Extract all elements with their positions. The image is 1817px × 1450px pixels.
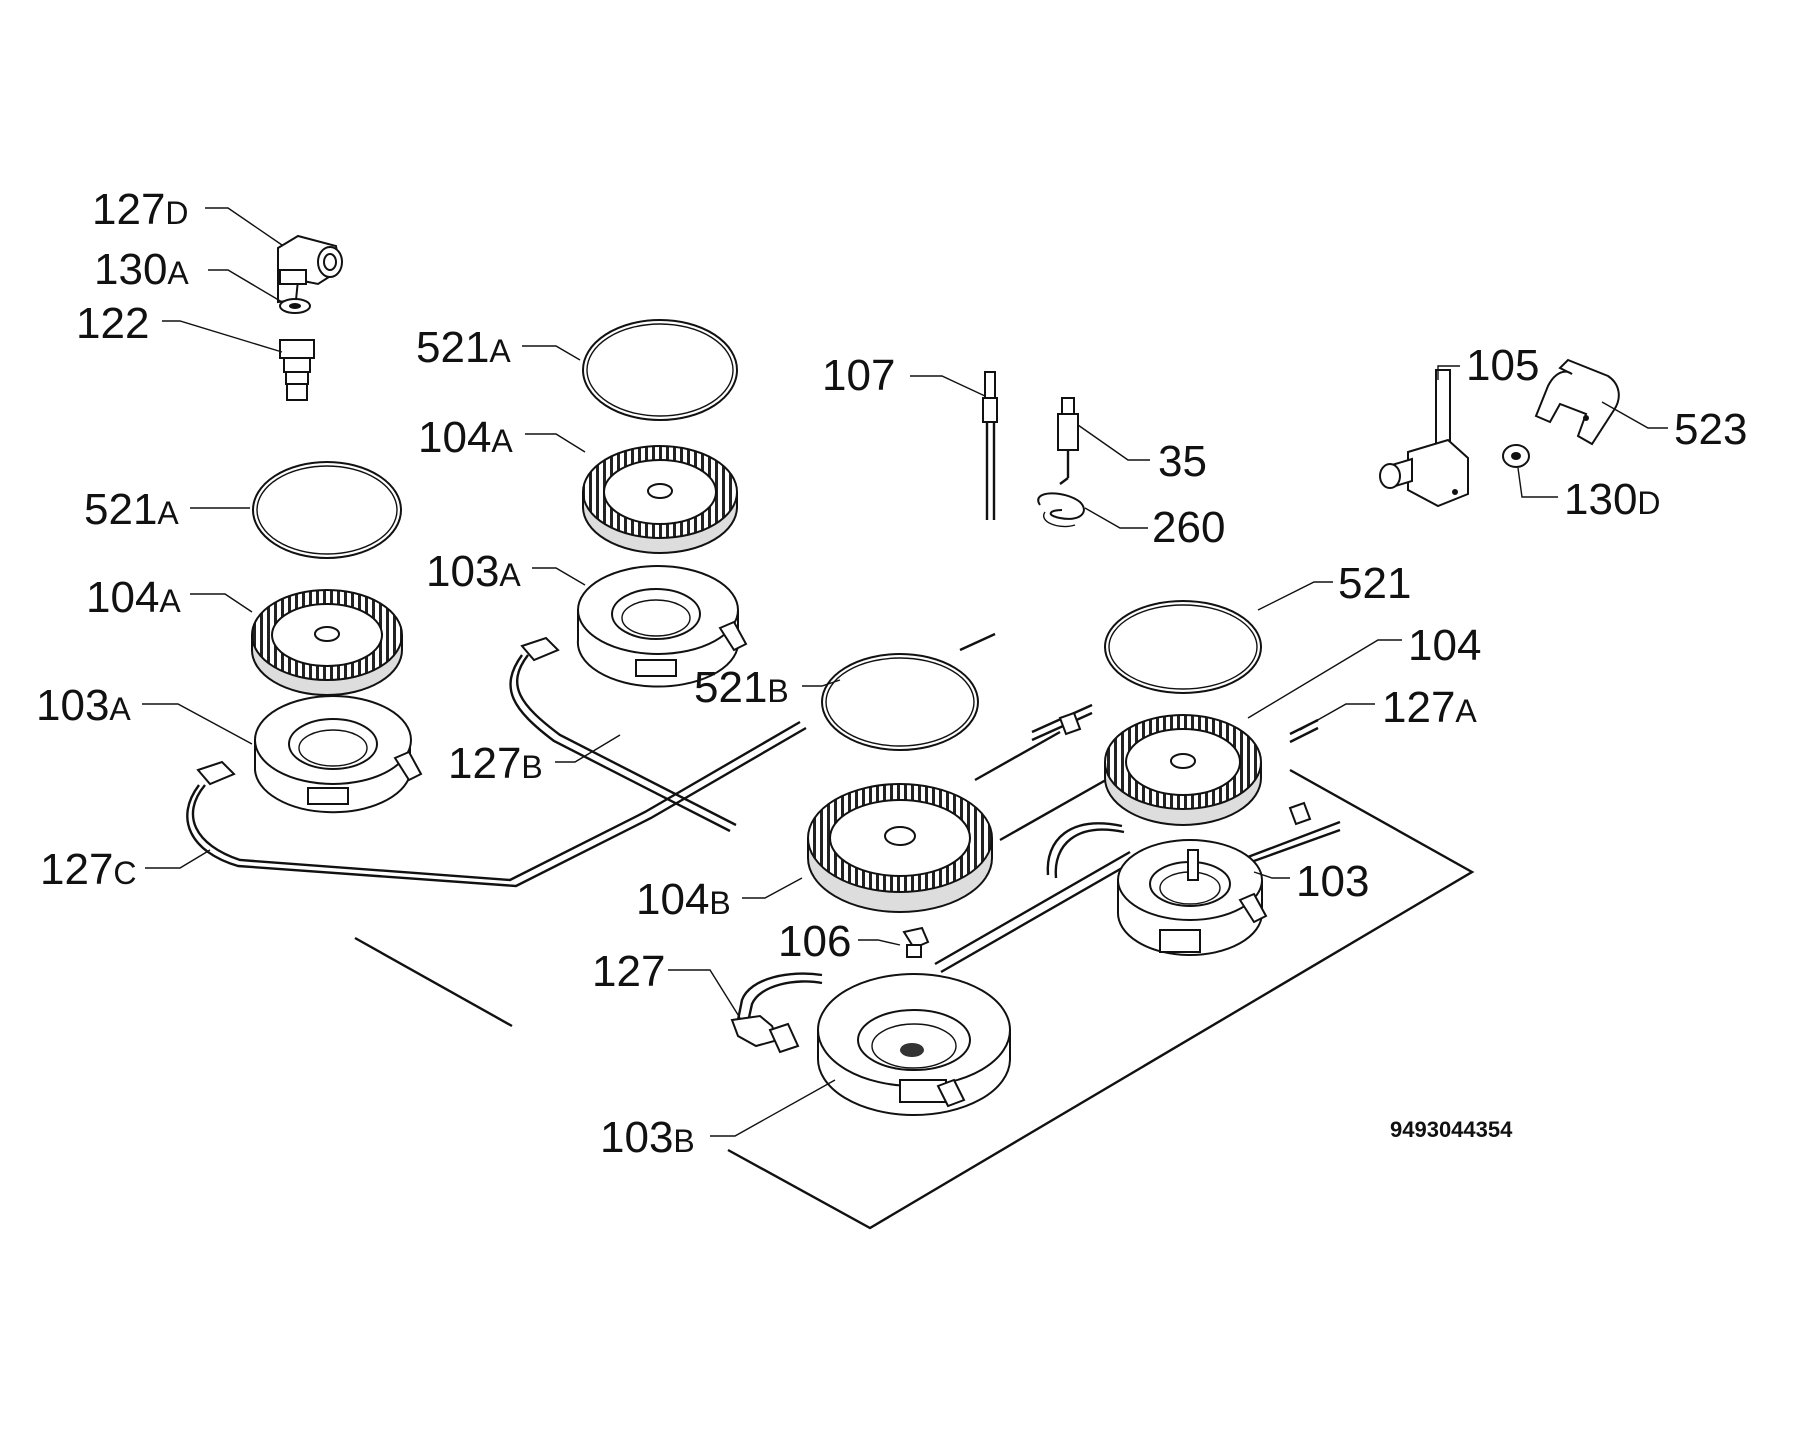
burner-base-left: [196, 695, 423, 814]
callout-c5: 104A: [86, 573, 181, 622]
valve-washer: [1502, 444, 1530, 468]
electrode-clip: [1037, 492, 1085, 528]
callout-c16: 104B: [636, 875, 731, 924]
gas-valve: [1379, 369, 1469, 508]
burner-injector: [902, 926, 930, 958]
callout-labels: 127D 130A 122 521A 104A 103A 127C 521A 1…: [36, 185, 1747, 1162]
burner-cap-middle: [821, 653, 979, 751]
callout-c20: 105: [1466, 341, 1539, 390]
callout-c10: 103A: [426, 547, 521, 596]
callout-c9: 104A: [418, 413, 513, 462]
flame-spreader-upper-middle: [582, 445, 738, 554]
flame-spreader-middle: [807, 783, 993, 913]
callout-c3: 122: [76, 299, 149, 348]
callout-c13: 35: [1158, 437, 1207, 486]
callout-c8: 521A: [416, 323, 511, 372]
connector-pipe-front: [730, 972, 823, 1054]
gas-nozzle-adapter: [279, 339, 315, 401]
callout-c2: 130A: [94, 245, 189, 294]
callout-c23: 521: [1338, 559, 1411, 608]
leader-lines: [142, 207, 1668, 1137]
document-number: 9493044354: [1390, 1117, 1513, 1142]
burner-cap-left: [252, 461, 402, 559]
flame-spreader-right: [1104, 714, 1262, 826]
callout-c22: 130D: [1564, 475, 1661, 524]
burner-base-upper-middle: [520, 565, 748, 688]
valve-bracket: [1534, 358, 1620, 446]
gas-pipes: [186, 632, 1341, 974]
callout-c12: 107: [822, 351, 895, 400]
callout-c1: 127D: [92, 185, 189, 234]
thermocouple: [982, 371, 998, 520]
callout-c21: 523: [1674, 405, 1747, 454]
callout-c17: 106: [778, 917, 851, 966]
callout-c4: 521A: [84, 485, 179, 534]
burner-cap-upper-middle: [582, 319, 738, 421]
callout-c18: 127: [592, 947, 665, 996]
callout-c6: 103A: [36, 681, 131, 730]
callout-c26: 103: [1296, 857, 1369, 906]
ignition-electrode: [1057, 397, 1079, 485]
burner-cap-right: [1104, 600, 1262, 694]
sealing-washer: [279, 298, 311, 314]
callout-c24: 104: [1408, 621, 1481, 670]
burner-base-right: [1116, 839, 1268, 956]
callout-c15: 521B: [694, 663, 789, 712]
gas-connector-elbow: [277, 234, 343, 304]
callout-c11: 127B: [448, 739, 543, 788]
callout-c25: 127A: [1382, 683, 1477, 732]
callout-c14: 260: [1152, 503, 1225, 552]
flame-spreader-left: [251, 589, 403, 696]
burner-base-middle: [816, 973, 1011, 1116]
hob-outline: [354, 768, 1475, 1230]
callout-c7: 127C: [40, 845, 137, 894]
callout-c19: 103B: [600, 1113, 695, 1162]
